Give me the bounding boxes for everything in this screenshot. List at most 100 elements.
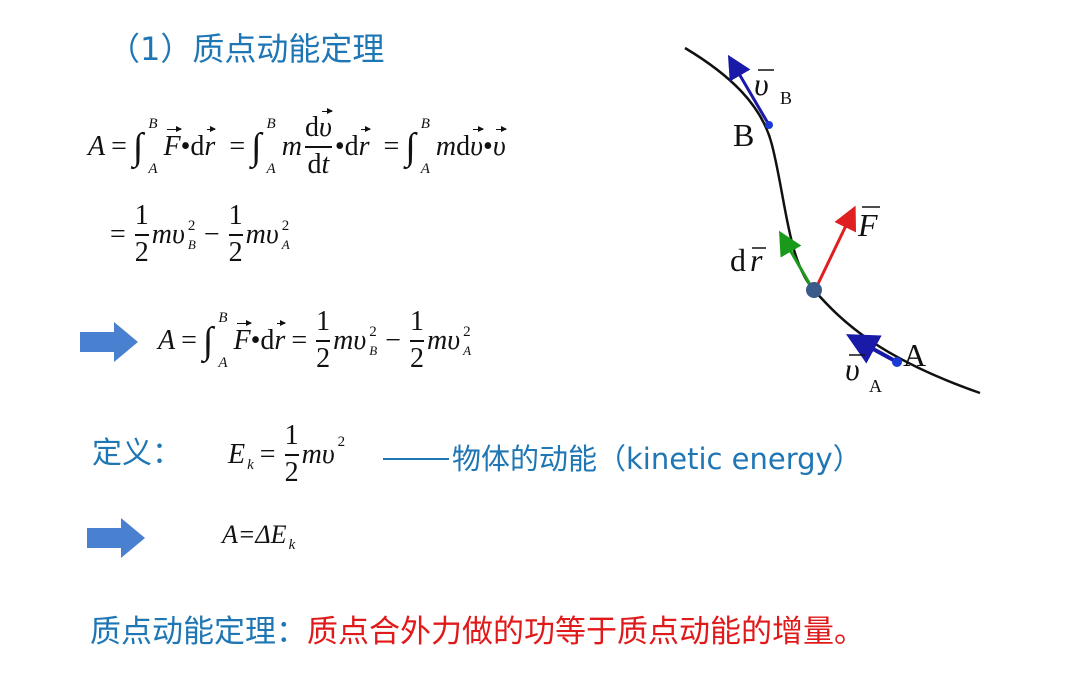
trajectory-curve: [684, 46, 981, 395]
label-va: υ: [845, 351, 860, 387]
superscript: 2: [281, 218, 290, 234]
symbol: υ: [447, 325, 461, 356]
dash-line: [383, 458, 449, 460]
right-arrow-icon: [80, 322, 138, 362]
force-vector: F: [233, 320, 252, 356]
lower-limit: A: [266, 161, 276, 177]
symbol: υ: [353, 325, 367, 356]
superscript: 2: [187, 218, 196, 234]
symbol: d: [344, 131, 359, 162]
symbol: A: [158, 325, 176, 356]
symbol: d: [190, 131, 205, 162]
denominator: 2: [409, 342, 424, 374]
denominator: 2: [284, 456, 299, 488]
theorem-statement: 质点动能定理：质点合外力做的功等于质点动能的增量。: [90, 606, 865, 651]
symbol: E: [228, 439, 246, 470]
numerator: 1: [228, 200, 243, 232]
definition-description: 物体的动能（kinetic energy）: [452, 442, 862, 476]
theorem-label: 质点动能定理：: [90, 614, 307, 650]
numerator: 1: [409, 306, 424, 338]
denominator: 2: [228, 236, 243, 268]
subscript: A: [281, 237, 290, 252]
fraction-bar: [134, 234, 149, 236]
equals: =: [111, 131, 127, 162]
dot: •: [180, 131, 191, 162]
slide-title: （1）质点动能定理: [108, 30, 385, 68]
upper-limit: B: [420, 116, 430, 132]
equals: =: [229, 131, 246, 162]
point-b: [765, 121, 773, 129]
symbol: d: [304, 112, 319, 144]
velocity-a-arrow: [845, 334, 898, 364]
lower-limit: A: [148, 161, 158, 177]
label-va-subscript: A: [869, 376, 882, 396]
subscript: B: [369, 343, 378, 358]
symbol: υ: [265, 219, 279, 250]
symbol: m: [426, 325, 448, 356]
equals: =: [383, 131, 400, 162]
lower-limit: A: [218, 355, 228, 371]
dot: •: [334, 131, 345, 162]
r-vector: r: [274, 320, 287, 356]
superscript: 2: [369, 324, 377, 340]
equals: =: [110, 219, 126, 250]
label-dr-d: d: [730, 242, 746, 278]
label-a: A: [903, 337, 926, 373]
superscript: 2: [463, 324, 471, 340]
minus: −: [385, 325, 401, 356]
equals: =: [181, 325, 197, 356]
label-vb-subscript: B: [780, 88, 792, 108]
theorem-text: 质点合外力做的功等于质点动能的增量。: [307, 614, 865, 650]
integral-sign: ∫: [132, 126, 144, 168]
right-arrow-icon: [87, 518, 145, 558]
force-arrow: [814, 205, 857, 289]
symbol: d: [307, 148, 322, 180]
definition-label: 定义：: [92, 436, 182, 471]
dot: •: [250, 325, 261, 356]
numerator: dυ: [304, 108, 333, 144]
integral-sign: ∫: [202, 320, 214, 362]
fraction-bar: [304, 146, 332, 148]
superscript: 2: [337, 434, 346, 450]
symbol: d: [456, 131, 471, 162]
r-vector: r: [204, 126, 217, 162]
point-a: [892, 357, 902, 367]
numerator: 1: [134, 200, 149, 232]
numerator: 1: [316, 306, 331, 338]
symbol: t: [321, 148, 330, 180]
symbol: d: [260, 325, 275, 356]
upper-limit: B: [266, 116, 276, 132]
symbol: m: [151, 219, 173, 250]
label-f: F: [857, 207, 878, 243]
equals: =: [259, 439, 276, 470]
dot: •: [483, 131, 493, 162]
upper-limit: B: [218, 310, 228, 326]
symbol: m: [301, 439, 322, 470]
subscript: k: [247, 457, 254, 473]
label-b: B: [733, 117, 754, 153]
integral-sign: ∫: [405, 126, 416, 168]
v-vector: υ: [470, 126, 484, 162]
symbol: m: [281, 131, 302, 162]
symbol: m: [245, 219, 266, 250]
fraction-bar: [284, 454, 299, 456]
label-dr-r: r: [750, 242, 763, 278]
label-vb: υ: [754, 66, 769, 102]
denominator: 2: [134, 236, 149, 268]
